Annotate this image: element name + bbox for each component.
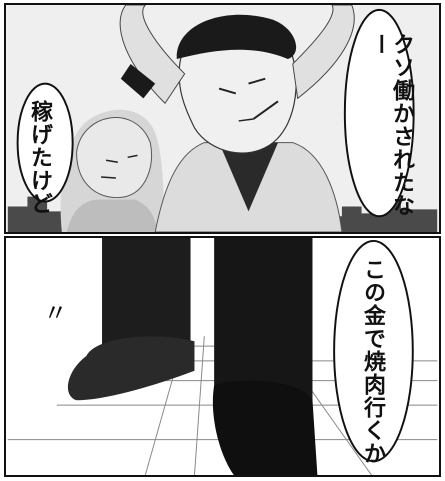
right-leg — [212, 238, 318, 475]
bottom-panel: 〃 この金で焼肉行くか — [4, 236, 441, 477]
speech-bubble-bottom — [333, 239, 414, 463]
speech-bubble-right — [343, 8, 415, 218]
boy-figure — [119, 5, 355, 232]
sfx-mark: 〃 — [39, 300, 67, 325]
girl-figure — [60, 109, 166, 232]
bottom-panel-artwork — [7, 238, 438, 475]
left-leg — [67, 238, 195, 401]
top-panel-artwork — [7, 5, 438, 232]
speech-text-left: 稼げたけど — [27, 100, 52, 215]
speech-bubble-left — [16, 82, 74, 203]
top-panel: クソ働かされたなー 稼げたけど — [4, 3, 441, 234]
speech-text-bottom: この金で焼肉行くか — [360, 258, 385, 465]
speech-text-right: クソ働かされたなー — [367, 33, 414, 217]
